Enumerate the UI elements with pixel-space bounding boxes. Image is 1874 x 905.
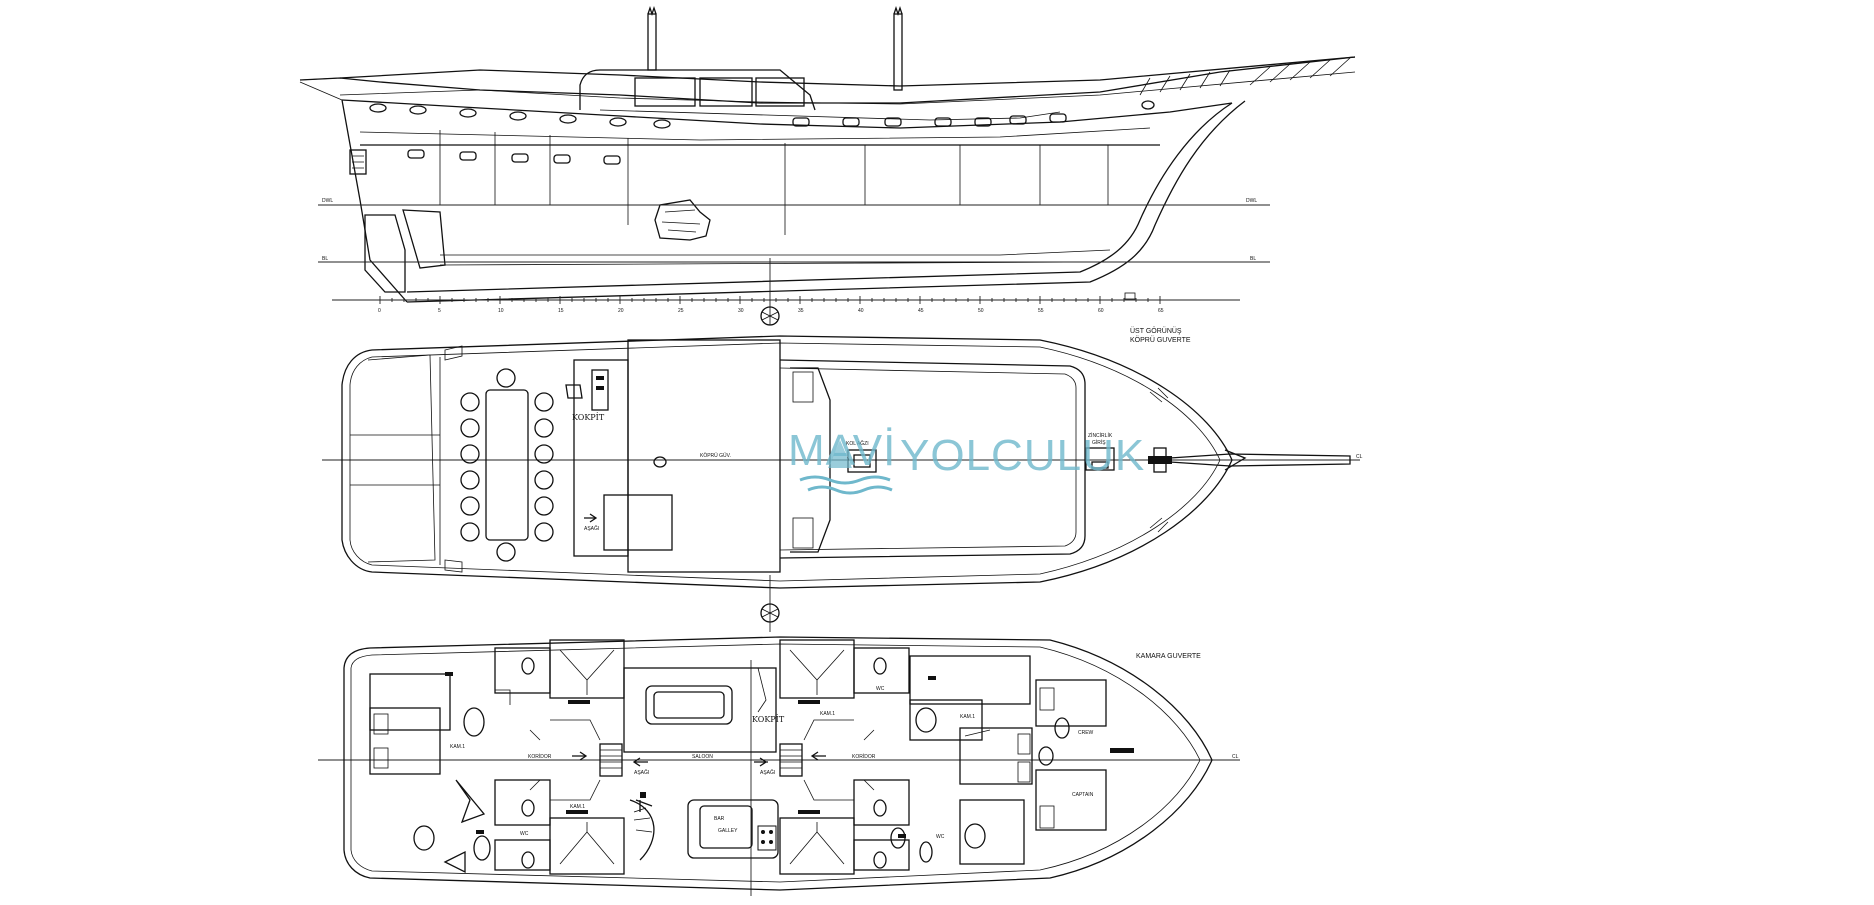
cabin-label-fore: KAM.1 <box>960 714 975 720</box>
brand-watermark: MAVİ YOLCULUK <box>788 426 1145 495</box>
hull-profile <box>299 56 1356 303</box>
portholes <box>369 100 1155 165</box>
watermark-brand-b: YOLCULUK <box>900 431 1145 480</box>
bl-label-left: BL <box>322 256 328 262</box>
cabin-centerline-label: CL <box>1232 754 1239 760</box>
saloon-label: SALOON <box>692 754 713 760</box>
corridor-label-right: KORİDOR <box>852 753 876 760</box>
top-stairs-label: AŞAĞI <box>584 525 599 532</box>
stairs-down-label-right: AŞAĞI <box>760 769 775 776</box>
chain-locker-label-1: ZİNCİRLİK <box>1088 432 1113 439</box>
cockpit-label-top: KOKPİT <box>572 413 605 422</box>
scale-tick-label: 50 <box>978 308 984 314</box>
scale-tick-label: 10 <box>498 308 504 314</box>
wheelhouse <box>579 69 1061 121</box>
scale-tick-label: 55 <box>1038 308 1044 314</box>
top-view-bridge-deck: ÜST GÖRÜNÜŞ KÖPRÜ GUVERTE CL <box>322 258 1363 632</box>
cabin-label-stern-1: KAM.1 <box>450 744 465 750</box>
side-profile: DWL DWL BL BL 0 5 10 15 20 25 30 35 40 45 50 55 60 65 <box>299 5 1356 314</box>
engine-icon <box>654 199 711 241</box>
scale-tick-label: 40 <box>858 308 864 314</box>
galley-label: GALLEY <box>718 828 738 834</box>
wc-label-right-lower: WC <box>936 834 945 840</box>
scale-tick-label: 15 <box>558 308 564 314</box>
scale-tick-label: 20 <box>618 308 624 314</box>
cockpit-table <box>460 368 554 562</box>
scale-tick-label: 25 <box>678 308 684 314</box>
bar-label: BAR <box>714 816 725 822</box>
cabin-label-right-upper: KAM.1 <box>820 711 835 717</box>
dwl-label-right: DWL <box>1246 198 1257 204</box>
stairs-down-label-left: AŞAĞI <box>634 769 649 776</box>
scale-bar: 0 5 10 15 20 25 30 35 40 45 50 55 60 65 <box>332 296 1240 314</box>
scale-tick-label: 65 <box>1158 308 1164 314</box>
waves-icon <box>799 440 893 495</box>
scale-tick-label: 45 <box>918 308 924 314</box>
cabin-label-left-lower: KAM.1 <box>570 804 585 810</box>
sun-deck-label: KOL AĞZI <box>846 440 869 447</box>
chain-locker-label-2: GİRİŞ <box>1092 439 1106 446</box>
scale-tick-label: 5 <box>438 308 441 314</box>
bl-label-right: BL <box>1250 256 1256 262</box>
helm-station: KOKPİT <box>565 369 609 422</box>
rails <box>299 56 1356 105</box>
cabin-deck: KAMARA GUVERTE CL KAM.1 WC <box>318 636 1240 896</box>
bridge-deck-label: KÖPRÜ GÜV. <box>700 452 731 459</box>
reference-lines: DWL DWL BL BL <box>318 198 1270 263</box>
corridor-label-left: KORİDOR <box>528 753 552 760</box>
captain-label: CAPTAIN <box>1072 792 1094 798</box>
scale-tick-label: 35 <box>798 308 804 314</box>
wc-label-right: WC <box>876 686 885 692</box>
top-view-title-1: ÜST GÖRÜNÜŞ <box>1130 327 1182 335</box>
scale-tick-label: 0 <box>378 308 381 314</box>
top-view-title-2: KÖPRÜ GUVERTE <box>1130 336 1191 344</box>
crew-label: CREW <box>1078 730 1094 736</box>
cabin-deck-cockpit-label: KOKPİT <box>752 715 785 724</box>
dwl-label-left: DWL <box>322 198 333 204</box>
top-view-centerline-label: CL <box>1356 454 1363 460</box>
cabin-deck-title: KAMARA GUVERTE <box>1136 653 1201 660</box>
wc-label-left: WC <box>520 831 529 837</box>
scale-tick-label: 60 <box>1098 308 1104 314</box>
station-lines <box>439 130 1109 235</box>
scale-tick-label: 30 <box>738 308 744 314</box>
